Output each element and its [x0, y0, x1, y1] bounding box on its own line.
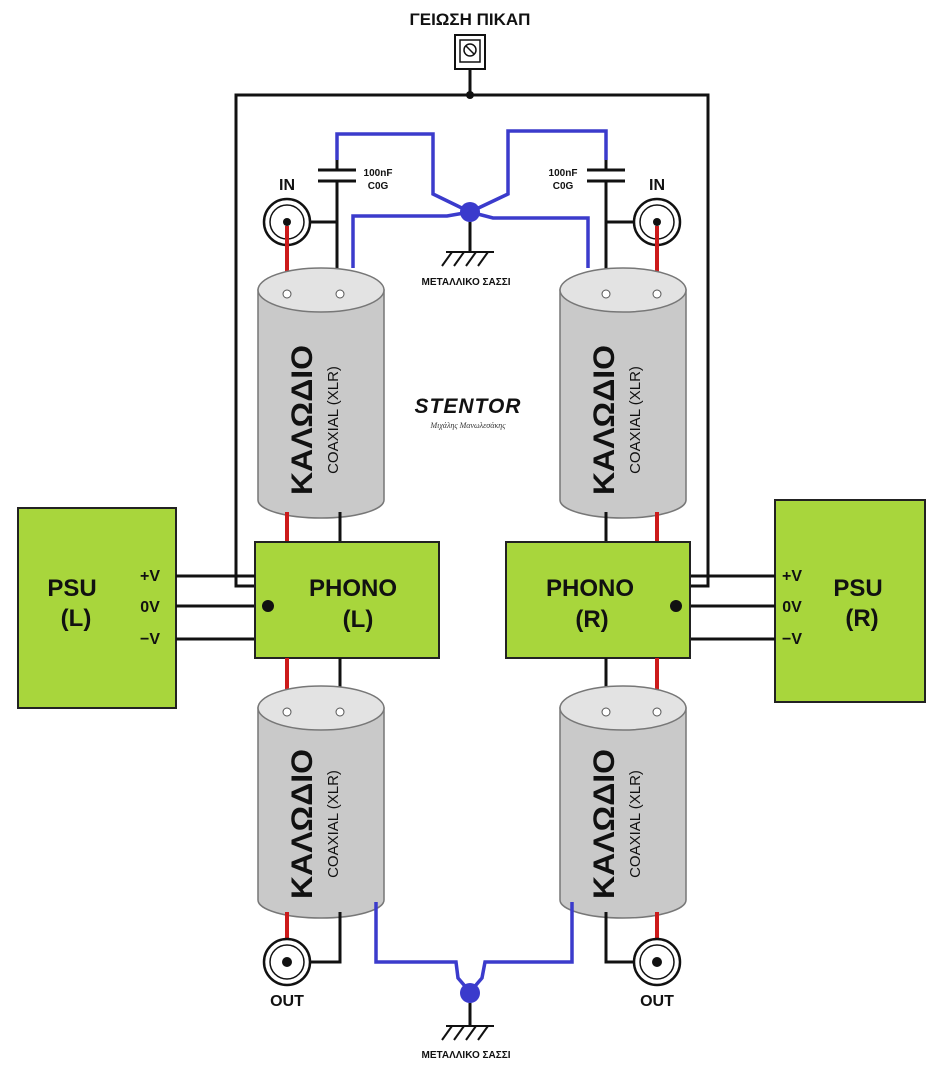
cable-subtitle: COAXIAL (XLR) — [325, 770, 342, 878]
phono-left-line2: (L) — [343, 606, 374, 633]
output-left-shield-wire — [310, 912, 342, 964]
psu-right-line1: PSU — [833, 575, 882, 602]
signature: Μιχάλης Μανωλεσάκης — [430, 421, 507, 430]
capacitor-right-type: C0G — [553, 181, 574, 192]
cable-top-right — [559, 267, 687, 519]
psu-left-line1: PSU — [47, 575, 96, 602]
psu-right-rail-neg: −V — [782, 631, 802, 648]
bottom-chassis-ground-icon — [441, 1025, 494, 1041]
bottom-chassis-label: ΜΕΤΑΛΛΙΚΟ ΣΑΣΣΙ — [421, 1050, 510, 1061]
phono-right-line2: (R) — [575, 606, 608, 633]
top-chassis-ground-icon — [441, 251, 494, 267]
blue-wire-left-shield — [351, 210, 471, 268]
pickup-ground-terminal — [454, 34, 486, 70]
psu-right-box — [774, 499, 926, 703]
psu-left-line2: (L) — [61, 605, 92, 632]
capacitor-left-type: C0G — [368, 181, 389, 192]
phono-left-box — [254, 541, 440, 659]
cable-bottom-left-text: ΚΑΛΩΔΙΟ COAXIAL (XLR) — [286, 749, 342, 899]
cable-top-left-text: ΚΑΛΩΔΙΟ COAXIAL (XLR) — [286, 345, 342, 495]
psu-left-rail-neg: −V — [140, 631, 160, 648]
blue-wire-bottom-left — [374, 902, 472, 994]
cable-bottom-right-text: ΚΑΛΩΔΙΟ COAXIAL (XLR) — [588, 749, 644, 899]
phono-right-box — [505, 541, 691, 659]
phono-left-ground-node — [262, 600, 274, 612]
blue-wire-top-left-cap — [335, 132, 471, 214]
psu-left-box — [17, 507, 177, 709]
output-left-label: OUT — [270, 993, 304, 1010]
input-left-label: IN — [279, 177, 295, 194]
cable-top-left — [257, 267, 385, 519]
cable-top-right-text: ΚΑΛΩΔΙΟ COAXIAL (XLR) — [588, 345, 644, 495]
psu-right-rail-pos: +V — [782, 568, 802, 585]
output-left-jack — [262, 937, 312, 987]
blue-wire-top-right-cap — [469, 129, 608, 214]
psu-left-rail-pos: +V — [140, 568, 160, 585]
top-chassis-label: ΜΕΤΑΛΛΙΚΟ ΣΑΣΣΙ — [421, 277, 510, 288]
phono-right-ground-node — [670, 600, 682, 612]
psu-right-line2: (R) — [845, 605, 878, 632]
cable-title: ΚΑΛΩΔΙΟ — [286, 345, 319, 495]
cable-bottom-right — [559, 685, 687, 919]
cable-subtitle: COAXIAL (XLR) — [627, 770, 644, 878]
blue-wire-right-shield — [469, 210, 590, 268]
cable-subtitle: COAXIAL (XLR) — [325, 366, 342, 474]
cable-subtitle: COAXIAL (XLR) — [627, 366, 644, 474]
input-right-label: IN — [649, 177, 665, 194]
brand-logo: STENTOR — [415, 395, 522, 418]
output-right-jack — [632, 937, 682, 987]
output-right-shield-wire — [604, 912, 634, 964]
phono-left-line1: PHONO — [309, 575, 397, 602]
cable-title: ΚΑΛΩΔΙΟ — [588, 749, 621, 899]
cable-bottom-left — [257, 685, 385, 919]
ground-frame-wire — [234, 93, 710, 566]
capacitor-left-value: 100nF — [364, 168, 393, 179]
cable-title: ΚΑΛΩΔΙΟ — [286, 749, 319, 899]
bottom-star-ground-node — [460, 983, 480, 1003]
top-star-ground-node — [460, 202, 480, 222]
output-right-label: OUT — [640, 993, 674, 1010]
cable-title: ΚΑΛΩΔΙΟ — [588, 345, 621, 495]
phono-right-line1: PHONO — [546, 575, 634, 602]
blue-wire-bottom-right — [468, 902, 574, 994]
input-left-jack — [262, 197, 312, 247]
capacitor-right-value: 100nF — [549, 168, 578, 179]
psu-right-rail-zero: 0V — [782, 599, 802, 616]
psu-left-rail-zero: 0V — [140, 599, 160, 616]
pickup-ground-label: ΓΕΙΩΣΗ ΠΙΚΑΠ — [410, 10, 531, 29]
